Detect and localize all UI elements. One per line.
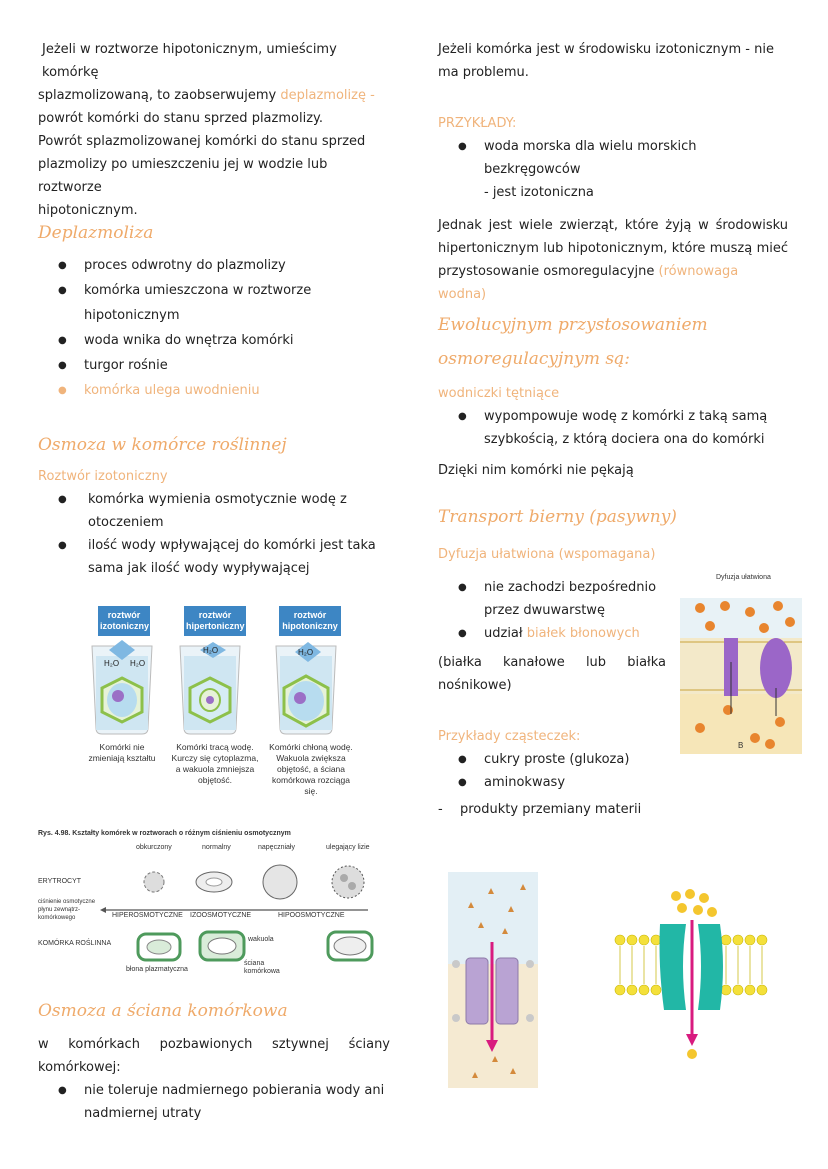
osmoza-roslinna-section: Osmoza w komórce roślinnej Roztwór izoto…	[38, 434, 390, 580]
subheading: Przykłady cząsteczek:	[438, 729, 581, 744]
col-label: ulegający lizie	[326, 844, 370, 851]
scale-label: HIPEROSMOTYCZNE	[112, 912, 183, 919]
figure-title: Dyfuzja ułatwiona	[716, 574, 771, 581]
svg-text:H₂O: H₂O	[298, 648, 313, 657]
paragraph-line: hipertonicznym lub hipotonicznym, które …	[438, 241, 788, 256]
paragraph-line: w komórkach pozbawionych sztywnej ściany	[38, 1037, 390, 1052]
paragraph-line: nośnikowe)	[438, 678, 512, 693]
intro-line: hipotonicznym.	[38, 203, 138, 218]
annot-label: wakuola	[248, 936, 274, 943]
svg-text:H₂O: H₂O	[130, 659, 145, 668]
carrier-figure	[610, 886, 772, 1062]
beakers-illustration: H₂O H₂O H₂O H₂O	[91, 640, 337, 735]
paragraph-line: Jednak jest wiele zwierząt, które żyją w…	[438, 218, 788, 233]
col-label: normalny	[202, 844, 231, 851]
list-item: woda morska dla wielu morskich bezkręgow…	[438, 135, 788, 181]
row-label: ERYTROCYT	[38, 878, 82, 885]
beaker-hypertonic: H₂O	[179, 642, 241, 735]
beaker-figure: roztwór izotoniczny roztwór hipertoniczn…	[82, 602, 362, 802]
sciana-section: Osmoza a ściana komórkowa w komórkach po…	[38, 1000, 390, 1125]
subheading: PRZYKŁADY:	[438, 116, 517, 131]
intro-line: plazmolizy po umieszczeniu jej w wodzie …	[38, 157, 328, 195]
list-item: turgor rośnie	[38, 353, 390, 378]
annot-label: błona plazmatyczna	[126, 966, 188, 973]
list-item-cont: - jest izotoniczna	[484, 185, 594, 200]
left-column: Jeżeli w roztworze hipotonicznym, umieśc…	[38, 38, 390, 222]
carrier-illustration	[614, 889, 768, 1059]
list-item: wypompowuje wodę z komórki z taką samą	[438, 405, 788, 428]
deplazmoliza-section: Deplazmoliza proces odwrotny do plazmoli…	[38, 222, 390, 403]
list-item: nie toleruje nadmiernego pobierania wody…	[38, 1079, 390, 1102]
intro-line: Powrót splazmolizowanej komórki do stanu…	[38, 134, 366, 149]
beaker-hypotonic: H₂O	[275, 642, 337, 735]
annot-label: ściana komórkowa	[244, 960, 280, 975]
row-label: KOMÓRKA ROŚLINNA	[38, 940, 112, 947]
list-item: ilość wody wpływającej do komórki jest t…	[38, 534, 390, 557]
right-przyklady: PRZYKŁADY: woda morska dla wielu morskic…	[438, 112, 788, 306]
col-label: obkurczony	[136, 844, 172, 851]
list-item: aminokwasy	[438, 771, 678, 794]
right-transport: Transport bierny (pasywny) Dyfuzja ułatw…	[438, 506, 678, 821]
list-item: komórka ulega uwodnieniu	[38, 378, 390, 403]
paragraph-line: Dzięki nim komórki nie pękają	[438, 463, 634, 478]
list-item: udział białek błonowych	[438, 622, 678, 645]
scale-label: IZOOSMOTYCZNE	[190, 912, 252, 919]
cell-shapes-figure: Rys. 4.98. Kształty komórek w roztworach…	[34, 830, 384, 980]
paragraph-line: przystosowanie osmoregulacyjne (równowag…	[438, 264, 739, 302]
scale-label: HIPOOSMOTYCZNE	[278, 912, 345, 919]
subheading: wodniczki tętniące	[438, 386, 560, 401]
list-item: nie zachodzi bezpośrednio	[438, 576, 678, 599]
list-item: proces odwrotny do plazmolizy	[38, 253, 390, 278]
paragraph-line: (białka kanałowe lub białka	[438, 655, 666, 670]
diffusion-figure: Dyfuzja ułatwiona B	[680, 574, 804, 754]
section-title: Osmoza a ściana komórkowa	[38, 1001, 288, 1021]
caption-hypotonic: Komórki chłoną wodę. Wakuola zwiększa ob…	[269, 742, 353, 796]
list-item-cont: przez dwuwarstwę	[484, 603, 605, 618]
subheading: Roztwór izotoniczny	[38, 469, 168, 484]
caption-hypertonic: Komórki tracą wodę. Kurczy się cytoplazm…	[171, 742, 259, 785]
list-item: komórka umieszczona w roztworze	[38, 278, 390, 303]
list-item: hipotonicznym	[84, 308, 180, 323]
right-ewo: Ewolucyjnym przystosowaniem osmoregulacy…	[438, 308, 788, 482]
list-item-cont: otoczeniem	[88, 515, 164, 530]
list-item-cont: sama jak ilość wody wypływającej	[88, 561, 310, 576]
pressure-label: ciśnienie osmotyczne płynu zewnątrz-komó…	[38, 899, 96, 921]
intro-line: splazmolizowaną, to zaobserwujemy deplaz…	[38, 88, 375, 103]
cell-shapes-illustration	[100, 864, 374, 962]
section-title: Deplazmoliza	[38, 223, 154, 243]
list-item: komórka wymienia osmotycznie wodę z	[38, 488, 390, 511]
svg-text:H₂O: H₂O	[104, 659, 119, 668]
list-item: cukry proste (glukoza)	[438, 748, 678, 771]
list-item: woda wnika do wnętrza komórki	[38, 328, 390, 353]
tag-hypotonic: roztwór hipotoniczny	[279, 606, 341, 636]
section-title: Osmoza w komórce roślinnej	[38, 435, 287, 455]
tag-isotonic: roztwór izotoniczny	[98, 606, 150, 636]
list-item-cont: szybkością, z którą dociera ona do komór…	[484, 432, 765, 447]
section-title: osmoregulacyjnym są:	[438, 349, 630, 369]
beaker-isotonic: H₂O H₂O	[91, 640, 153, 735]
fig-label-b: B	[738, 741, 743, 750]
channel-figure	[448, 872, 538, 1088]
channel-illustration	[448, 872, 538, 1088]
intro-line: powrót komórki do stanu sprzed plazmoliz…	[38, 111, 323, 126]
paragraph-line: komórkowej:	[38, 1060, 121, 1075]
figure-title: Rys. 4.98. Kształty komórek w roztworach…	[38, 830, 291, 837]
section-title: Transport bierny (pasywny)	[438, 507, 677, 527]
caption-isotonic: Komórki nie zmieniają kształtu	[88, 742, 156, 763]
tag-hypertonic: roztwór hipertoniczny	[184, 606, 246, 636]
svg-text:H₂O: H₂O	[203, 646, 218, 655]
diffusion-illustration: B	[680, 598, 802, 754]
paragraph-line: ma problemu.	[438, 65, 529, 80]
paragraph-line: Jeżeli komórka jest w środowisku izotoni…	[438, 42, 774, 57]
dash-item: -produkty przemiany materii	[438, 802, 642, 817]
col-label: napęczniały	[258, 844, 295, 851]
intro-line: Jeżeli w roztworze hipotonicznym, umieśc…	[42, 42, 337, 80]
subheading: Dyfuzja ułatwiona (wspomagana)	[438, 547, 656, 562]
section-title: Ewolucyjnym przystosowaniem	[438, 315, 708, 335]
list-item-cont: nadmiernej utraty	[84, 1106, 202, 1121]
right-izo: Jeżeli komórka jest w środowisku izotoni…	[438, 38, 788, 84]
